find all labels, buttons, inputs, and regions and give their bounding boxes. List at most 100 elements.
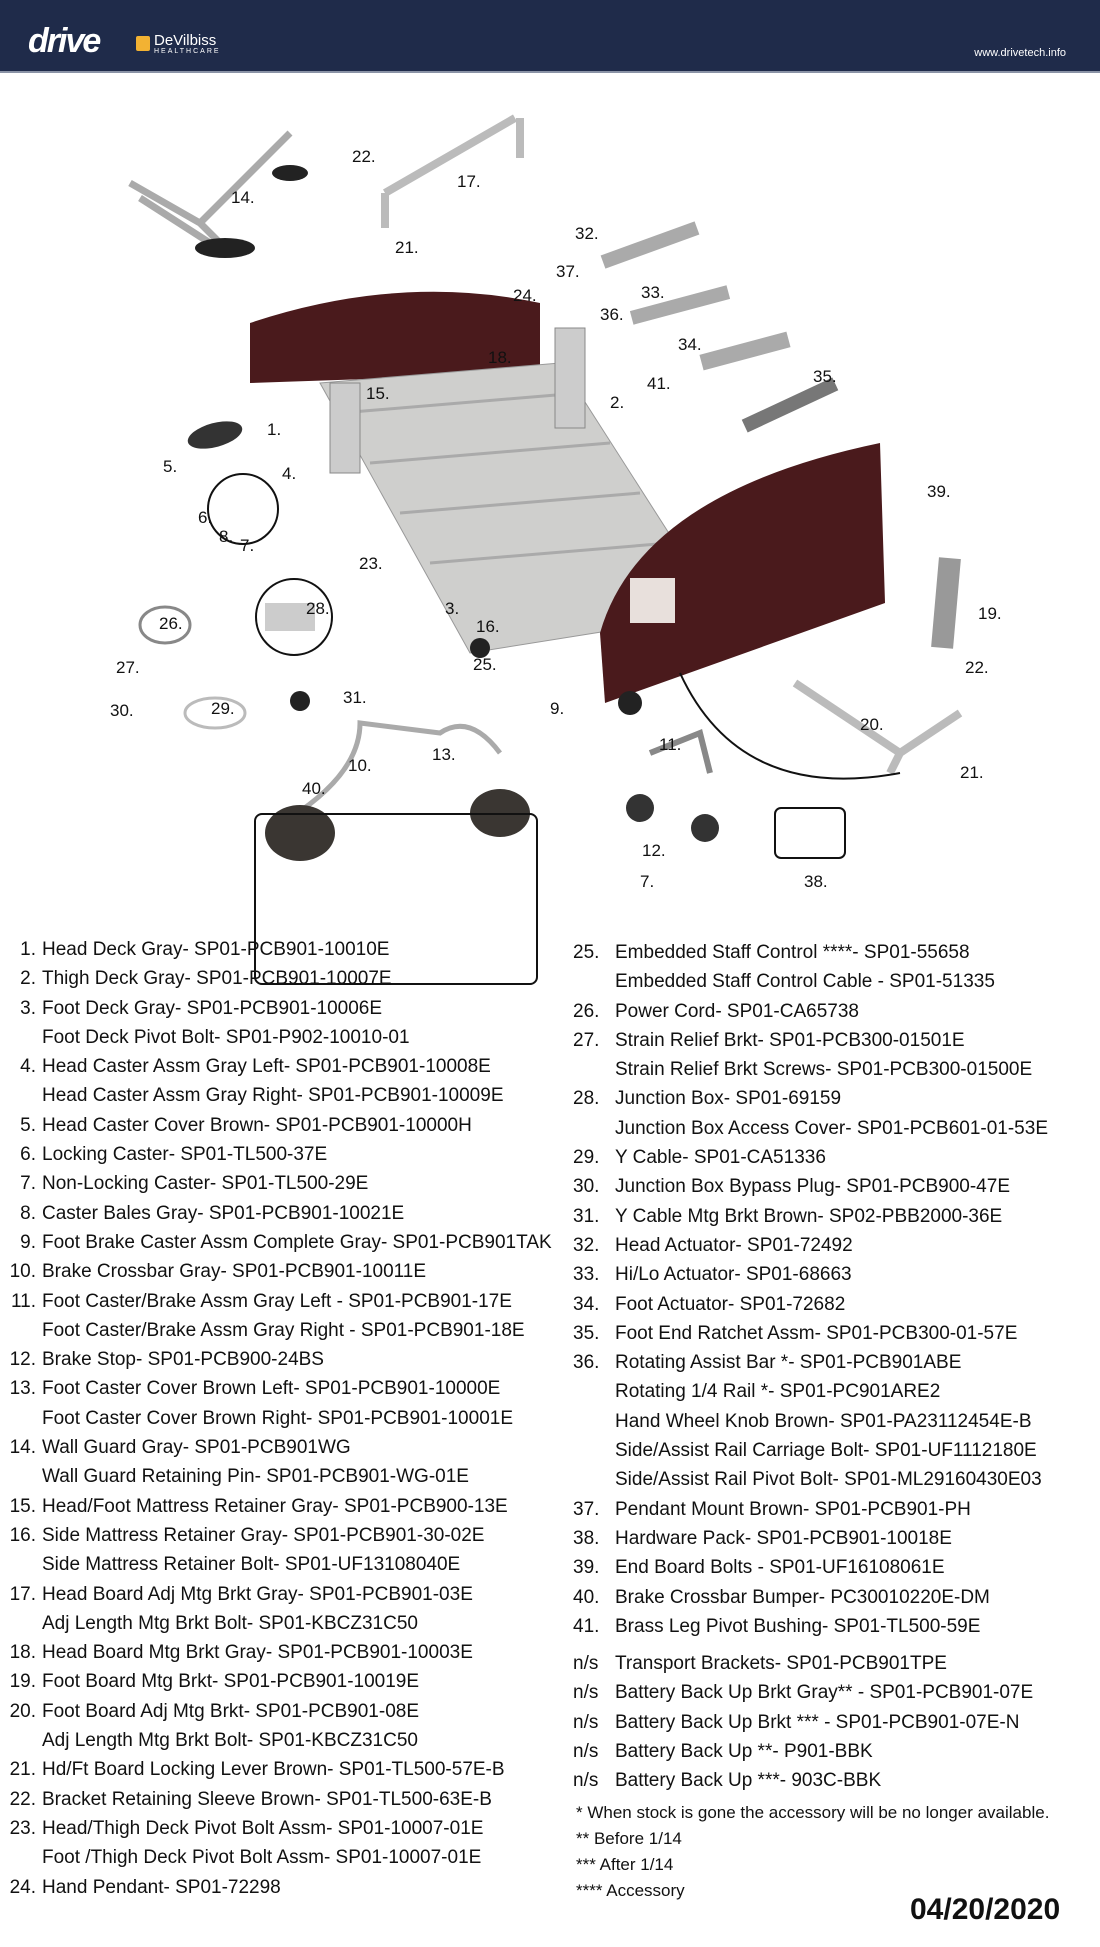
part-number-index: 12. [9, 1349, 36, 1371]
callout-label: 33. [641, 283, 665, 302]
callout-label: 26. [159, 614, 183, 633]
part-number-index: 41. [573, 1615, 600, 1637]
part-description: End Board Bolts - SP01-UF16108061E [615, 1557, 945, 1579]
exploded-parts-diagram: 14.22.17.21.32.37.24.36.33.34.18.15.41.3… [0, 73, 1100, 985]
callout-label: 29. [211, 699, 235, 718]
part-description: Bracket Retaining Sleeve Brown- SP01-TL5… [42, 1788, 492, 1810]
callout-label: 23. [359, 554, 383, 573]
part-description: Foot Deck Pivot Bolt- SP01-P902-10010-01 [42, 1026, 410, 1048]
part-number-index: 11. [10, 1290, 36, 1312]
part-number-index: n/s [573, 1653, 599, 1675]
callout-label: 34. [678, 335, 702, 354]
wall-guard-part [128, 130, 308, 258]
part-number-index: 28. [573, 1088, 600, 1110]
part-description: Head Board Mtg Brkt Gray- SP01-PCB901-10… [42, 1642, 473, 1664]
part-description: Wall Guard Gray- SP01-PCB901WG [42, 1437, 351, 1459]
callout-label: 28. [306, 599, 330, 618]
part-number-index: 2. [20, 968, 36, 990]
footnote: *** After 1/14 [576, 1855, 674, 1874]
part-description: Rotating 1/4 Rail *- SP01-PC901ARE2 [615, 1381, 941, 1403]
part-number-index: n/s [573, 1682, 599, 1704]
callout-label: 41. [647, 374, 671, 393]
part-number-index: 9. [20, 1231, 36, 1253]
part-number-index: 22. [9, 1788, 36, 1810]
part-description: Adj Length Mtg Brkt Bolt- SP01-KBCZ31C50 [42, 1612, 418, 1634]
part-number-index: 20. [9, 1700, 36, 1722]
footnotes: * When stock is gone the accessory will … [576, 1800, 1049, 1904]
callout-label: 13. [432, 745, 456, 764]
part-description: Wall Guard Retaining Pin- SP01-PCB901-WG… [42, 1466, 469, 1488]
part-description: Junction Box Bypass Plug- SP01-PCB900-47… [615, 1176, 1010, 1198]
callout-label: 39. [927, 482, 951, 501]
bed-illustration [128, 114, 963, 861]
callout-label: 30. [110, 701, 134, 720]
part-description: Brake Crossbar Bumper- PC30010220E-DM [615, 1586, 990, 1608]
callout-label: 15. [366, 384, 390, 403]
footnote: **** Accessory [576, 1881, 685, 1900]
callout-label: 5. [163, 457, 178, 476]
part-description: Y Cable- SP01-CA51336 [615, 1147, 826, 1169]
part-number-index: 17. [9, 1583, 36, 1605]
part-description: Battery Back Up Brkt Gray** - SP01-PCB90… [615, 1682, 1034, 1704]
part-number-index: 32. [573, 1234, 600, 1256]
part-description: Adj Length Mtg Brkt Bolt- SP01-KBCZ31C50 [42, 1730, 418, 1752]
part-description: Foot /Thigh Deck Pivot Bolt Assm- SP01-1… [42, 1847, 482, 1869]
callout-label: 9. [550, 699, 565, 718]
y-cable-part [183, 696, 247, 730]
callout-label: 10. [348, 756, 372, 775]
part-number-index: 26. [573, 1000, 600, 1022]
part-number-index: 18. [9, 1642, 36, 1664]
callout-label: 37. [556, 262, 580, 281]
part-description: Head Caster Cover Brown- SP01-PCB901-100… [42, 1114, 472, 1136]
part-description: Hd/Ft Board Locking Lever Brown- SP01-TL… [42, 1759, 505, 1781]
part-number-index: 25. [573, 942, 600, 963]
power-cord-part [138, 605, 192, 645]
part-description: Foot Caster/Brake Assm Gray Left - SP01-… [42, 1290, 512, 1312]
part-description: Strain Relief Brkt Screws- SP01-PCB300-0… [615, 1059, 1033, 1081]
part-description: Foot Actuator- SP01-72682 [615, 1293, 846, 1315]
part-description: Foot Caster Cover Brown Right- SP01-PCB9… [42, 1407, 514, 1429]
part-description: Foot Caster Cover Brown Left- SP01-PCB90… [42, 1378, 501, 1400]
devilbiss-mark-icon [136, 36, 150, 51]
header-banner: drive DeVilbiss HEALTHCARE www.drivetech… [0, 0, 1100, 73]
part-description: Hi/Lo Actuator- SP01-68663 [615, 1264, 852, 1286]
part-number-index: 6. [20, 1144, 36, 1166]
callout-label: 16. [476, 617, 500, 636]
part-number-index: 13. [9, 1378, 36, 1400]
callout-label: 22. [352, 147, 376, 166]
callout-label: 21. [960, 763, 984, 782]
callout-label: 12. [642, 841, 666, 860]
part-description: Foot Deck Gray- SP01-PCB901-10006E [42, 997, 383, 1019]
part-number-index: 31. [573, 1205, 600, 1227]
part-description: Rotating Assist Bar *- SP01-PCB901ABE [615, 1352, 962, 1374]
part-description: Caster Bales Gray- SP01-PCB901-10021E [42, 1202, 405, 1224]
part-description: Head Caster Assm Gray Right- SP01-PCB901… [42, 1085, 504, 1107]
footnote: ** Before 1/14 [576, 1829, 682, 1848]
part-number-index: 23. [9, 1817, 36, 1839]
part-description: Head/Foot Mattress Retainer Gray- SP01-P… [42, 1495, 508, 1517]
part-number-index: 35. [573, 1322, 600, 1344]
part-description: Locking Caster- SP01-TL500-37E [42, 1144, 328, 1166]
part-number-index: n/s [573, 1741, 599, 1763]
part-number-index: 3. [20, 997, 36, 1019]
part-number-index: n/s [573, 1770, 599, 1792]
callout-label: 40. [302, 779, 326, 798]
website-url[interactable]: www.drivetech.info [974, 47, 1066, 59]
callout-label: 38. [804, 872, 828, 891]
callout-label: 18. [488, 348, 512, 367]
part-description: Non-Locking Caster- SP01-TL500-29E [42, 1173, 369, 1195]
part-number-index: 27. [573, 1029, 600, 1051]
devilbiss-name: DeVilbiss [154, 32, 217, 49]
part-description: Battery Back Up **- P901-BBK [615, 1741, 873, 1763]
callout-label: 20. [860, 715, 884, 734]
brake-detail-inset [254, 813, 538, 985]
footnote: * When stock is gone the accessory will … [576, 1803, 1050, 1822]
part-description: Brake Crossbar Gray- SP01-PCB901-10011E [42, 1261, 427, 1283]
part-number-index: 24. [9, 1876, 36, 1898]
part-description: Head Caster Assm Gray Left- SP01-PCB901-… [42, 1056, 491, 1078]
part-description: Head Deck Gray- SP01-PCB901-10010E [42, 939, 390, 960]
part-description: Junction Box Access Cover- SP01-PCB601-0… [615, 1117, 1048, 1139]
callout-label: 7. [240, 536, 255, 555]
callout-label: 35. [813, 367, 837, 386]
head-caster-cover-part [187, 421, 243, 449]
